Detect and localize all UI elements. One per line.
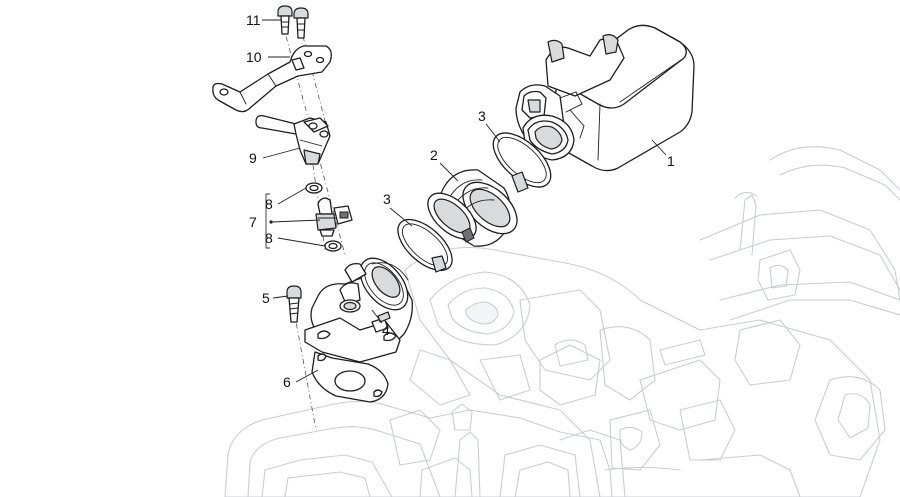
injector-part	[315, 197, 353, 237]
screw-part	[286, 285, 302, 323]
o-ring-lower-part	[324, 240, 342, 252]
hose-clamp-lower-part	[397, 218, 453, 273]
hose-clamp-upper-part	[492, 132, 552, 193]
callout-5: 5	[262, 290, 270, 306]
intake-sleeve-part	[427, 169, 518, 247]
bolt-left-part	[277, 5, 293, 35]
callout-10: 10	[246, 49, 262, 65]
group-bracket-dot	[269, 220, 273, 224]
callout-leaders	[262, 19, 667, 383]
callout-3-lower: 3	[383, 191, 391, 207]
callout-2: 2	[430, 147, 438, 163]
callout-labels: 11 10 9 8 7 8 5 6 4 3 2 3 1	[246, 12, 675, 390]
group-bracket	[265, 193, 273, 249]
air-filter-box-part	[515, 24, 695, 172]
bolt-right-part	[293, 7, 309, 39]
callout-3-upper: 3	[478, 108, 486, 124]
support-bracket-part	[212, 45, 332, 113]
callout-8-lower: 8	[265, 230, 273, 246]
callout-4: 4	[382, 322, 390, 338]
callout-6: 6	[283, 374, 291, 390]
o-ring-upper-part	[305, 182, 323, 194]
engine-background	[224, 146, 900, 497]
callout-9: 9	[249, 150, 257, 166]
injector-holder-part	[255, 114, 331, 165]
callout-11: 11	[246, 12, 261, 28]
gasket-part	[311, 351, 389, 403]
callout-7: 7	[249, 214, 257, 230]
callout-1: 1	[667, 153, 675, 169]
callout-8-upper: 8	[265, 196, 273, 212]
throttle-body-part	[304, 257, 413, 363]
